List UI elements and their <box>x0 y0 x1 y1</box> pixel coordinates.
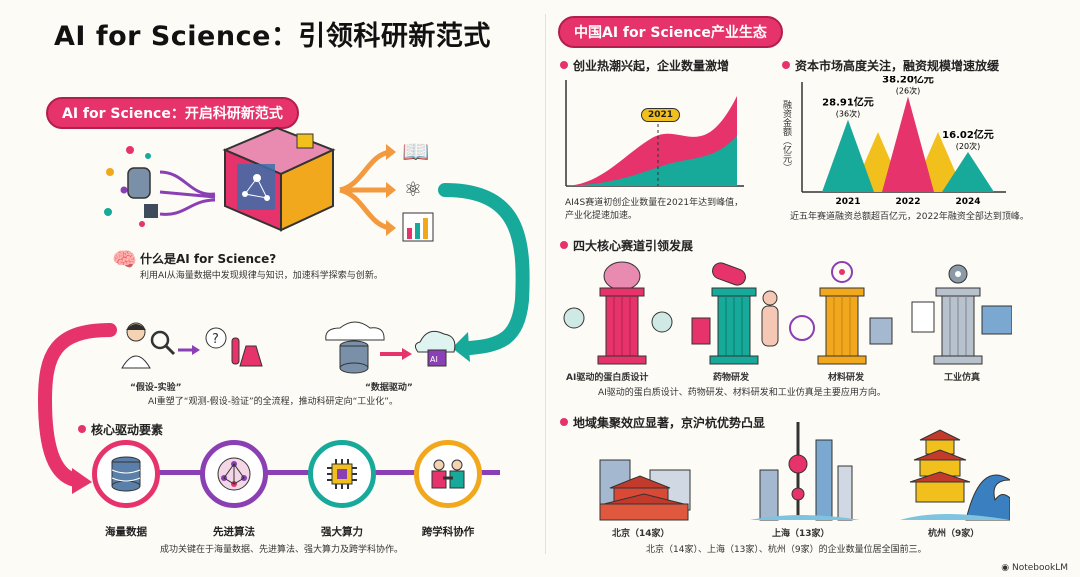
tracks-desc: AI驱动的蛋白质设计、药物研发、材料研发和工业仿真是主要应用方向。 <box>598 388 886 398</box>
ai-cube-icon <box>222 126 336 232</box>
region-shanghai-label: 上海（13家） <box>772 529 830 539</box>
capital-count-label: (20次) <box>956 141 980 151</box>
driver-compute-label: 强大算力 <box>321 526 363 538</box>
drivers-connector <box>100 470 500 475</box>
regions-illustration <box>599 422 1010 521</box>
capital-tick-label: 2021 <box>835 197 860 207</box>
startup-area-chart <box>565 80 744 187</box>
pagoda-icon <box>900 429 1010 521</box>
driver-compute <box>308 440 376 508</box>
flow-arrows <box>37 183 530 494</box>
chip-icon <box>327 459 357 489</box>
data-sources-icon <box>104 146 216 227</box>
peak-marker: 2021 <box>641 108 681 122</box>
capital-chart: 28.91亿元(36次) 2021 38.20亿元(26次) 2022 16.02亿元(… <box>801 76 1006 207</box>
capital-peak <box>822 119 874 192</box>
driver-collab <box>414 440 482 508</box>
capital-count-label: (26次) <box>896 86 920 96</box>
region-beijing-label: 北京（14家） <box>612 529 670 539</box>
track-industrial-label: 工业仿真 <box>944 373 981 383</box>
region-hangzhou-label: 杭州（9家） <box>928 529 980 539</box>
driver-collab-label: 跨学科协作 <box>421 526 475 538</box>
capital-peak <box>882 96 934 192</box>
scientist-icon: ? <box>121 322 263 369</box>
database-icon <box>111 456 141 492</box>
startup-desc-2: 产业化提速加速。 <box>565 211 638 221</box>
book-icon: 📖 <box>402 140 430 165</box>
capital-tick-label: 2024 <box>955 197 980 207</box>
drivers-heading: 核心驱动要素 <box>78 421 163 438</box>
tracks-illustration <box>563 261 1012 365</box>
capital-value-label: 28.91亿元 <box>822 96 874 109</box>
regions-desc: 北京（14家）、上海（13家）、杭州（9家）的企业数量位居全国前三。 <box>646 545 927 555</box>
data-driven-label: “数据驱动” <box>365 383 413 393</box>
capital-count-label: (36次) <box>836 109 860 119</box>
gate-icon <box>599 459 691 521</box>
what-desc: 利用AI从海量数据中发现规律与知识，加速科学探索与创新。 <box>140 271 383 281</box>
column-divider <box>545 14 546 554</box>
driver-algorithm-label: 先进算法 <box>213 526 255 538</box>
capital-desc: 近五年赛道融资总额超百亿元，2022年融资全部达到顶峰。 <box>790 212 1029 222</box>
capital-value-label: 38.20亿元 <box>882 76 934 86</box>
watermark-logo-icon: ◉ <box>1001 563 1012 573</box>
right-section-pill: 中国AI for Science产业生态 <box>558 16 783 48</box>
pillar-material <box>789 261 893 365</box>
pillar-drug <box>691 262 779 365</box>
startup-desc-1: AI4S赛道初创企业数量在2021年达到峰值， <box>565 198 744 208</box>
svg-text:AI: AI <box>430 355 438 364</box>
network-icon <box>217 457 251 491</box>
capital-ylabel: 融资金额（亿元） <box>781 100 791 172</box>
what-heading: 什么是AI for Science? <box>140 252 277 266</box>
capital-heading: 资本市场高度关注，融资规模增速放缓 <box>782 57 999 74</box>
track-protein-label: AI驱动的蛋白质设计 <box>566 373 649 383</box>
tracks-heading: 四大核心赛道引领发展 <box>560 237 693 254</box>
capital-peak <box>942 151 994 192</box>
svg-text:?: ? <box>212 332 219 347</box>
left-section-pill: AI for Science：开启科研新范式 <box>46 97 299 129</box>
drivers-desc: 成功关键在于海量数据、先进算法、强大算力及跨学科协作。 <box>160 545 404 555</box>
driver-algorithm <box>200 440 268 508</box>
watermark: ◉ NotebookLM <box>1001 563 1068 573</box>
regions-heading: 地域集聚效应显著，京沪杭优势凸显 <box>560 414 765 431</box>
capital-tick-label: 2022 <box>895 197 920 207</box>
brain-icon: 🧠 <box>112 247 137 271</box>
output-arrows <box>339 144 396 236</box>
chart-icon <box>402 212 434 242</box>
handshake-icon <box>431 459 465 489</box>
atom-icon: ⚛ <box>404 177 422 201</box>
track-material-label: 材料研发 <box>828 373 865 383</box>
startup-heading: 创业热潮兴起，企业数量激增 <box>560 57 729 74</box>
data-driven-icon: AI <box>325 321 456 374</box>
hypothesis-label: “假设-实验” <box>130 383 182 393</box>
pillar-industrial <box>911 264 1012 365</box>
tower-icon <box>750 422 860 521</box>
track-drug-label: 药物研发 <box>713 373 750 383</box>
driver-data-label: 海量数据 <box>105 526 147 538</box>
pillar-protein <box>563 261 673 365</box>
driver-data <box>92 440 160 508</box>
paradigm-desc: AI重塑了“观测-假设-验证”的全流程，推动科研定向“工业化”。 <box>148 397 398 407</box>
capital-value-label: 16.02亿元 <box>942 128 994 141</box>
page-title: AI for Science：引领科研新范式 <box>54 21 491 52</box>
